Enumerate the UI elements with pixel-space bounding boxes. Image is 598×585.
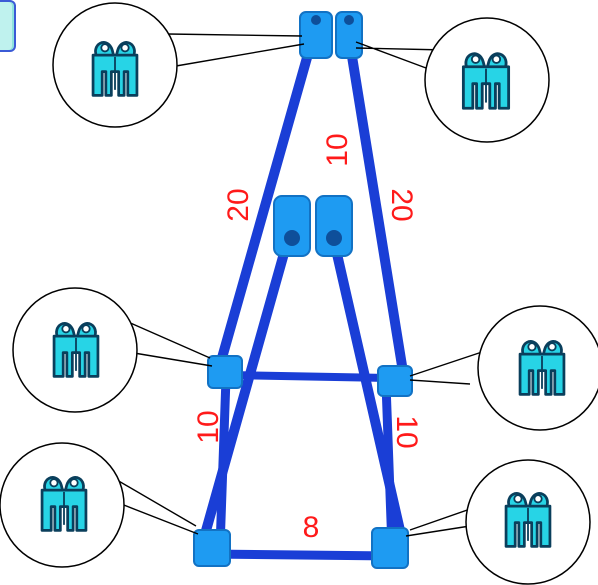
rod-middle-crossbar — [226, 371, 394, 382]
callout-top-left — [52, 2, 178, 128]
dimension-labels: 10 20 20 10 10 8 — [192, 133, 423, 544]
connector-middle-top — [273, 195, 353, 257]
connector-bottom-left — [193, 529, 231, 567]
label-right-upper-rod: 20 — [385, 188, 418, 221]
label-left-lower-rod: 10 — [192, 410, 225, 443]
callout-top-right — [424, 17, 550, 143]
label-bottom-rod: 8 — [303, 511, 320, 544]
callout-bottom-right — [465, 459, 591, 585]
connector-middle-left — [207, 355, 243, 389]
connector-bottom-right — [371, 527, 409, 569]
callout-bottom-left — [0, 442, 125, 568]
callout-middle-right — [477, 305, 598, 431]
rod-upper-left — [213, 35, 317, 377]
rod-inner-left — [195, 227, 295, 557]
connectors — [193, 11, 413, 569]
connector-top — [299, 11, 363, 59]
connector-middle-right — [377, 365, 413, 397]
rod-bottom-crossbar — [203, 549, 393, 561]
rod-upper-right — [345, 39, 409, 383]
callout-middle-left — [12, 287, 138, 413]
rods — [195, 35, 409, 561]
label-left-upper-rod: 20 — [222, 188, 255, 221]
corner-tab — [0, 0, 16, 52]
label-top-gap: 10 — [321, 133, 354, 166]
rod-left-leg — [215, 373, 231, 553]
label-right-lower-rod: 10 — [390, 415, 423, 448]
rod-right-leg — [381, 379, 397, 553]
